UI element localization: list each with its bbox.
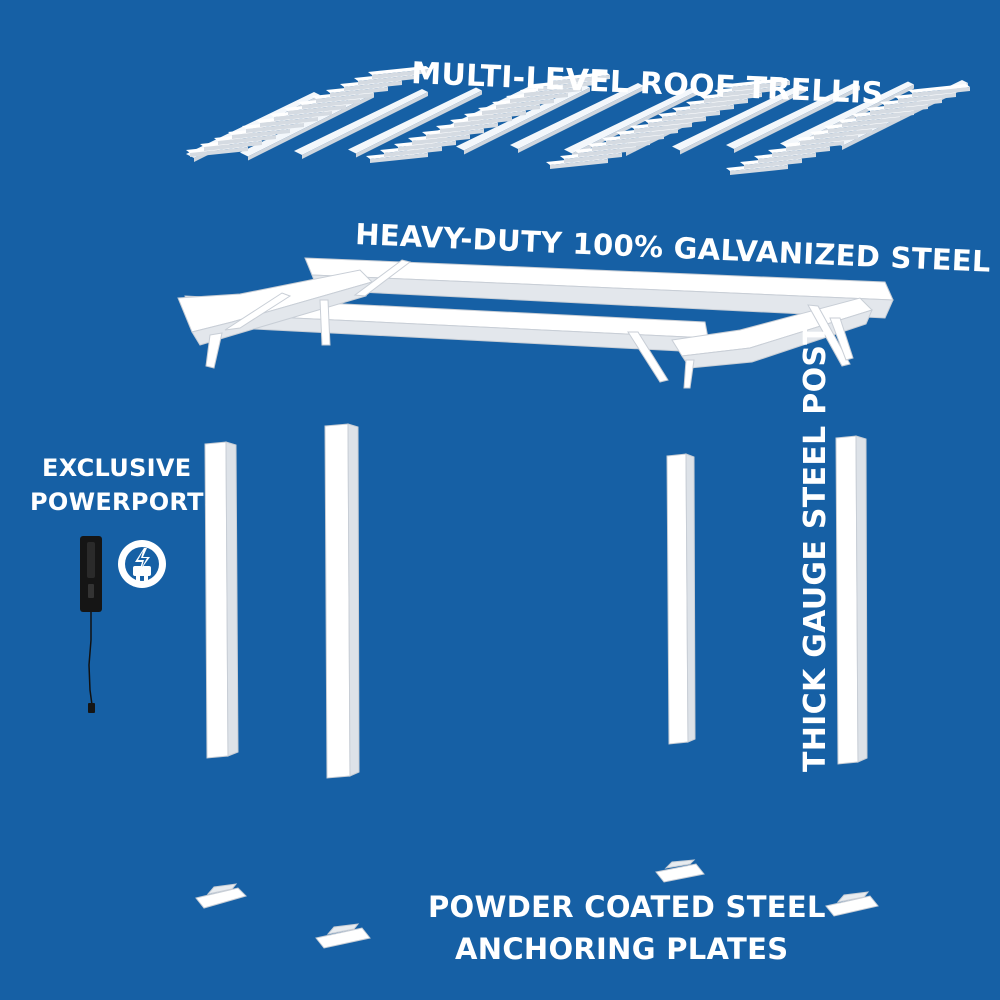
anchor-plate bbox=[315, 923, 371, 949]
trademark-mark: TM bbox=[205, 502, 225, 515]
roof-trellis bbox=[186, 66, 970, 175]
trellis-slats bbox=[186, 66, 970, 175]
trellis-rafter bbox=[564, 87, 698, 158]
anchor-plate bbox=[195, 883, 247, 909]
steel-post-label: THICK GAUGE STEEL POST bbox=[798, 323, 833, 772]
trellis-slat bbox=[368, 66, 430, 79]
anchor-plate bbox=[655, 859, 705, 883]
steel-frame bbox=[177, 257, 894, 389]
powerport-device bbox=[80, 536, 102, 713]
trellis-rafter bbox=[510, 83, 644, 153]
steel-posts bbox=[204, 423, 868, 779]
trellis-rafter bbox=[294, 89, 428, 159]
trellis-rafter bbox=[672, 84, 806, 155]
anchoring-plates-label-line2: ANCHORING PLATES bbox=[455, 932, 789, 966]
powerport-name: POWERPORT bbox=[30, 488, 204, 516]
post bbox=[666, 453, 696, 745]
frame-brace bbox=[683, 359, 695, 389]
trellis-rafter bbox=[348, 87, 482, 158]
trellis-rafter bbox=[726, 83, 860, 153]
plug-lightning-icon bbox=[118, 540, 166, 588]
anchoring-plates bbox=[195, 859, 879, 949]
frame-brace bbox=[224, 292, 292, 331]
powerport-label-line1: EXCLUSIVE bbox=[42, 454, 192, 482]
trellis-rafter bbox=[456, 84, 590, 155]
post bbox=[324, 423, 360, 779]
trellis-slat bbox=[908, 84, 970, 97]
anchor-plate bbox=[825, 891, 879, 917]
post bbox=[835, 435, 868, 765]
trellis-slat bbox=[548, 72, 610, 85]
frame-brace bbox=[205, 332, 223, 369]
post bbox=[204, 441, 239, 759]
frame-brace bbox=[627, 331, 669, 383]
frame-brace bbox=[353, 259, 412, 297]
frame-brace bbox=[319, 299, 331, 346]
trellis-slat bbox=[728, 78, 790, 91]
frame-brace bbox=[829, 317, 854, 361]
anchoring-plates-label-line1: POWDER COATED STEEL bbox=[428, 890, 826, 924]
frame-brace bbox=[807, 304, 851, 367]
